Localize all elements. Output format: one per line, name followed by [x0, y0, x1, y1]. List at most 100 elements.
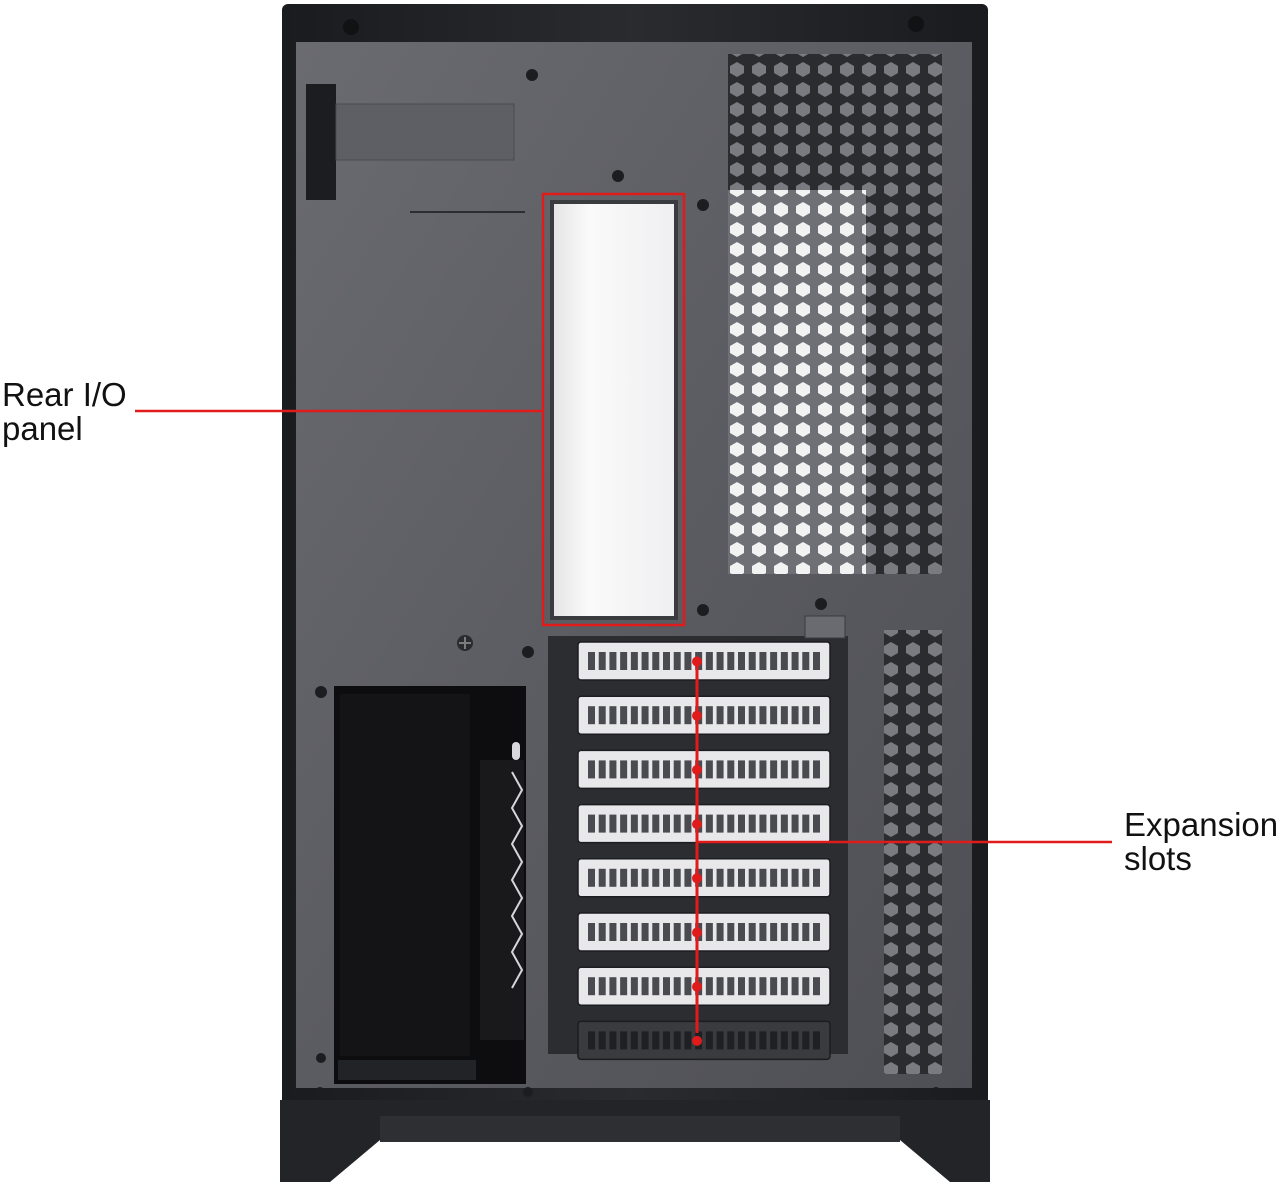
slot-vent [705, 1031, 713, 1050]
slot-vent [748, 814, 756, 833]
screw [316, 1053, 326, 1063]
slot-vent [802, 706, 810, 725]
slot-vent [684, 814, 692, 833]
slot-vent [727, 977, 735, 996]
screw [931, 1087, 941, 1097]
slot-vent [716, 760, 724, 779]
slot-vent [748, 923, 756, 941]
slot-vent [663, 923, 670, 941]
slot-vent [727, 868, 735, 887]
screw [908, 16, 924, 32]
slot-vent [609, 868, 617, 887]
screw [612, 170, 624, 182]
screw [697, 199, 709, 211]
expansion-slot-cover [577, 641, 831, 681]
case-foot-plate [380, 1116, 900, 1142]
rear-io-label: Rear I/O panel [2, 378, 127, 446]
slot-vent [813, 706, 820, 725]
slot-vent [759, 652, 767, 670]
slot-vent [813, 1031, 820, 1050]
slot-vent [588, 652, 595, 670]
slot-vent [652, 868, 660, 887]
slot-vent [673, 868, 681, 887]
slot-vent [684, 652, 692, 670]
slot-vent [716, 706, 724, 725]
slot-vent [673, 1031, 681, 1050]
slot-vent [791, 760, 799, 779]
slot-vent [684, 706, 692, 725]
slot-vent [673, 760, 681, 779]
slot-vent [802, 868, 810, 887]
slot-vent [738, 760, 745, 779]
screw [522, 646, 534, 658]
slot-vent [684, 977, 692, 996]
slot-vent [609, 1031, 617, 1050]
slot-vent [780, 923, 788, 941]
slot-vent [652, 706, 660, 725]
slot-vent [630, 652, 638, 670]
slot-vent [770, 923, 778, 941]
slot-vent [705, 923, 713, 941]
slot-vent [716, 977, 724, 996]
slot-vent [609, 814, 617, 833]
slot-vent [641, 868, 649, 887]
slot-vent [673, 652, 681, 670]
slot-vent [813, 923, 820, 941]
slot-vent [802, 760, 810, 779]
slot-vent [727, 706, 735, 725]
slot-vent [641, 923, 649, 941]
slot-vent [791, 1031, 799, 1050]
slot-vent [770, 977, 778, 996]
psu-bracket-bottom [338, 1060, 476, 1080]
slot-vent [813, 977, 820, 996]
slot-vent [620, 706, 628, 725]
slot-vent [684, 923, 692, 941]
slot-vent [598, 868, 606, 887]
slot-vent [620, 923, 628, 941]
psu-grille [510, 771, 524, 989]
expansion-slot-cover [577, 749, 831, 790]
rear-io-label-line2: panel [2, 410, 83, 447]
slot-vent [727, 1031, 735, 1050]
slot-vent [705, 652, 713, 670]
slot-vent [780, 706, 788, 725]
callout-dot [692, 1035, 702, 1046]
slot-vent [663, 868, 670, 887]
slot-vent [588, 1031, 595, 1050]
slot-vent [598, 760, 606, 779]
slot-vent [802, 977, 810, 996]
slot-vent [641, 760, 649, 779]
slot-vent [738, 977, 745, 996]
slot-vent [802, 1031, 810, 1050]
slot-vent [791, 977, 799, 996]
expansion-slot-cover [577, 912, 831, 952]
slot-vent [620, 652, 628, 670]
slot-vent [748, 977, 756, 996]
screw [815, 598, 827, 610]
screw [697, 604, 709, 616]
slot-vent [652, 652, 660, 670]
slot-vent [813, 868, 820, 887]
slot-vent [705, 977, 713, 996]
slot-vent [609, 923, 617, 941]
slot-vent [759, 868, 767, 887]
slot-vent [780, 760, 788, 779]
screw [315, 686, 327, 698]
slot-vent [759, 814, 767, 833]
slot-vent [609, 760, 617, 779]
rear-io-label-line1: Rear I/O [2, 376, 127, 413]
slot-vent [748, 868, 756, 887]
slot-vent [673, 923, 681, 941]
callout-dot [692, 656, 702, 667]
slot-vent [716, 1031, 724, 1050]
rear-io-highlight [541, 192, 686, 627]
slot-vent [620, 760, 628, 779]
slot-vent [673, 977, 681, 996]
slot-vent [727, 814, 735, 833]
slot-vent [588, 814, 595, 833]
slot-vent [748, 706, 756, 725]
slot-vent [759, 1031, 767, 1050]
slot-vent [652, 923, 660, 941]
slot-vent [598, 977, 606, 996]
